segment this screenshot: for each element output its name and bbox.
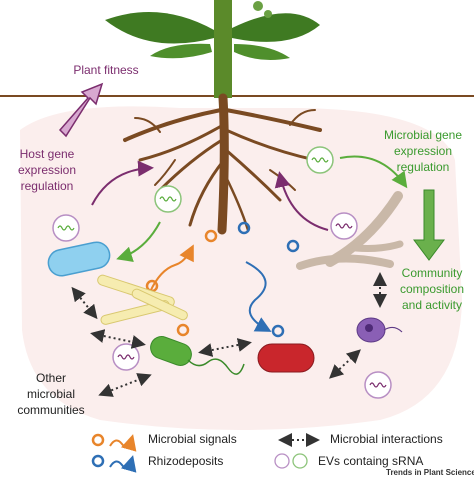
host-regulation-arrow — [91, 160, 154, 206]
journal-credit: Trends in Plant Science — [386, 468, 474, 477]
plant-shoot — [105, 0, 320, 98]
legend-microbial-signals: Microbial signals — [148, 432, 237, 446]
other-communities-label-line2: microbial — [26, 387, 75, 401]
plant-fitness-label: Plant fitness — [73, 63, 139, 77]
rhizodeposit-arrow — [245, 261, 272, 332]
community-label-line3: and activity — [401, 298, 463, 312]
rod-bacterium-red — [257, 343, 315, 373]
legend-microbial-interactions: Microbial interactions — [330, 432, 443, 446]
signal-molecule — [176, 323, 190, 337]
ev-vesicle — [112, 343, 140, 371]
rod-bacterium-blue — [47, 241, 111, 277]
signal-arrow — [149, 244, 194, 293]
ev-vesicle — [306, 146, 334, 174]
legend-signal-icon — [91, 433, 137, 452]
filamentous-microbe-yellow — [97, 274, 188, 325]
other-communities-label-line3: communities — [17, 403, 85, 417]
microbial-gene-label-line3: regulation — [396, 160, 450, 174]
microbial-gene-label-line1: Microbial gene — [383, 128, 463, 142]
protist-purple — [356, 317, 403, 343]
rhizodeposit-molecule — [237, 221, 251, 235]
host-gene-label-line3: regulation — [20, 179, 74, 193]
community-arrow — [413, 189, 445, 261]
legend-rhizodeposit-icon — [91, 454, 137, 473]
community-label-line1: Community — [401, 266, 463, 280]
legend-rhizodeposits: Rhizodeposits — [148, 454, 224, 468]
fungal-hyphae — [296, 191, 404, 270]
rhizodeposit-molecule — [271, 324, 285, 338]
other-communities-label-line1: Other — [35, 371, 66, 385]
flagellated-bacterium-green — [150, 336, 245, 375]
signal-molecule — [204, 229, 218, 243]
ev-vesicle — [364, 371, 392, 399]
community-label-line2: composition — [399, 282, 465, 296]
interaction-arrow — [71, 286, 98, 320]
ev-vesicle — [154, 185, 182, 213]
interaction-arrow — [329, 349, 361, 379]
host-gene-label-line2: expression — [17, 163, 77, 177]
microbe-to-root-arrow — [274, 171, 329, 231]
microbial-regulation-arrow — [339, 155, 408, 189]
ev-vesicle — [52, 214, 80, 242]
interaction-arrow — [98, 373, 152, 397]
rhizodeposit-molecule — [286, 239, 300, 253]
plant-fitness-arrow — [58, 82, 104, 138]
plant-roots — [123, 93, 322, 235]
ev-vesicle — [330, 212, 358, 240]
legend-ev-icon — [274, 453, 308, 469]
legend-evs: EVs containg sRNA — [318, 454, 424, 468]
ev-to-microbe-arrow — [116, 221, 161, 262]
host-gene-label-line1: Host gene — [19, 147, 75, 161]
interaction-arrow — [90, 329, 146, 349]
microbial-gene-label-line2: expression — [393, 144, 453, 158]
